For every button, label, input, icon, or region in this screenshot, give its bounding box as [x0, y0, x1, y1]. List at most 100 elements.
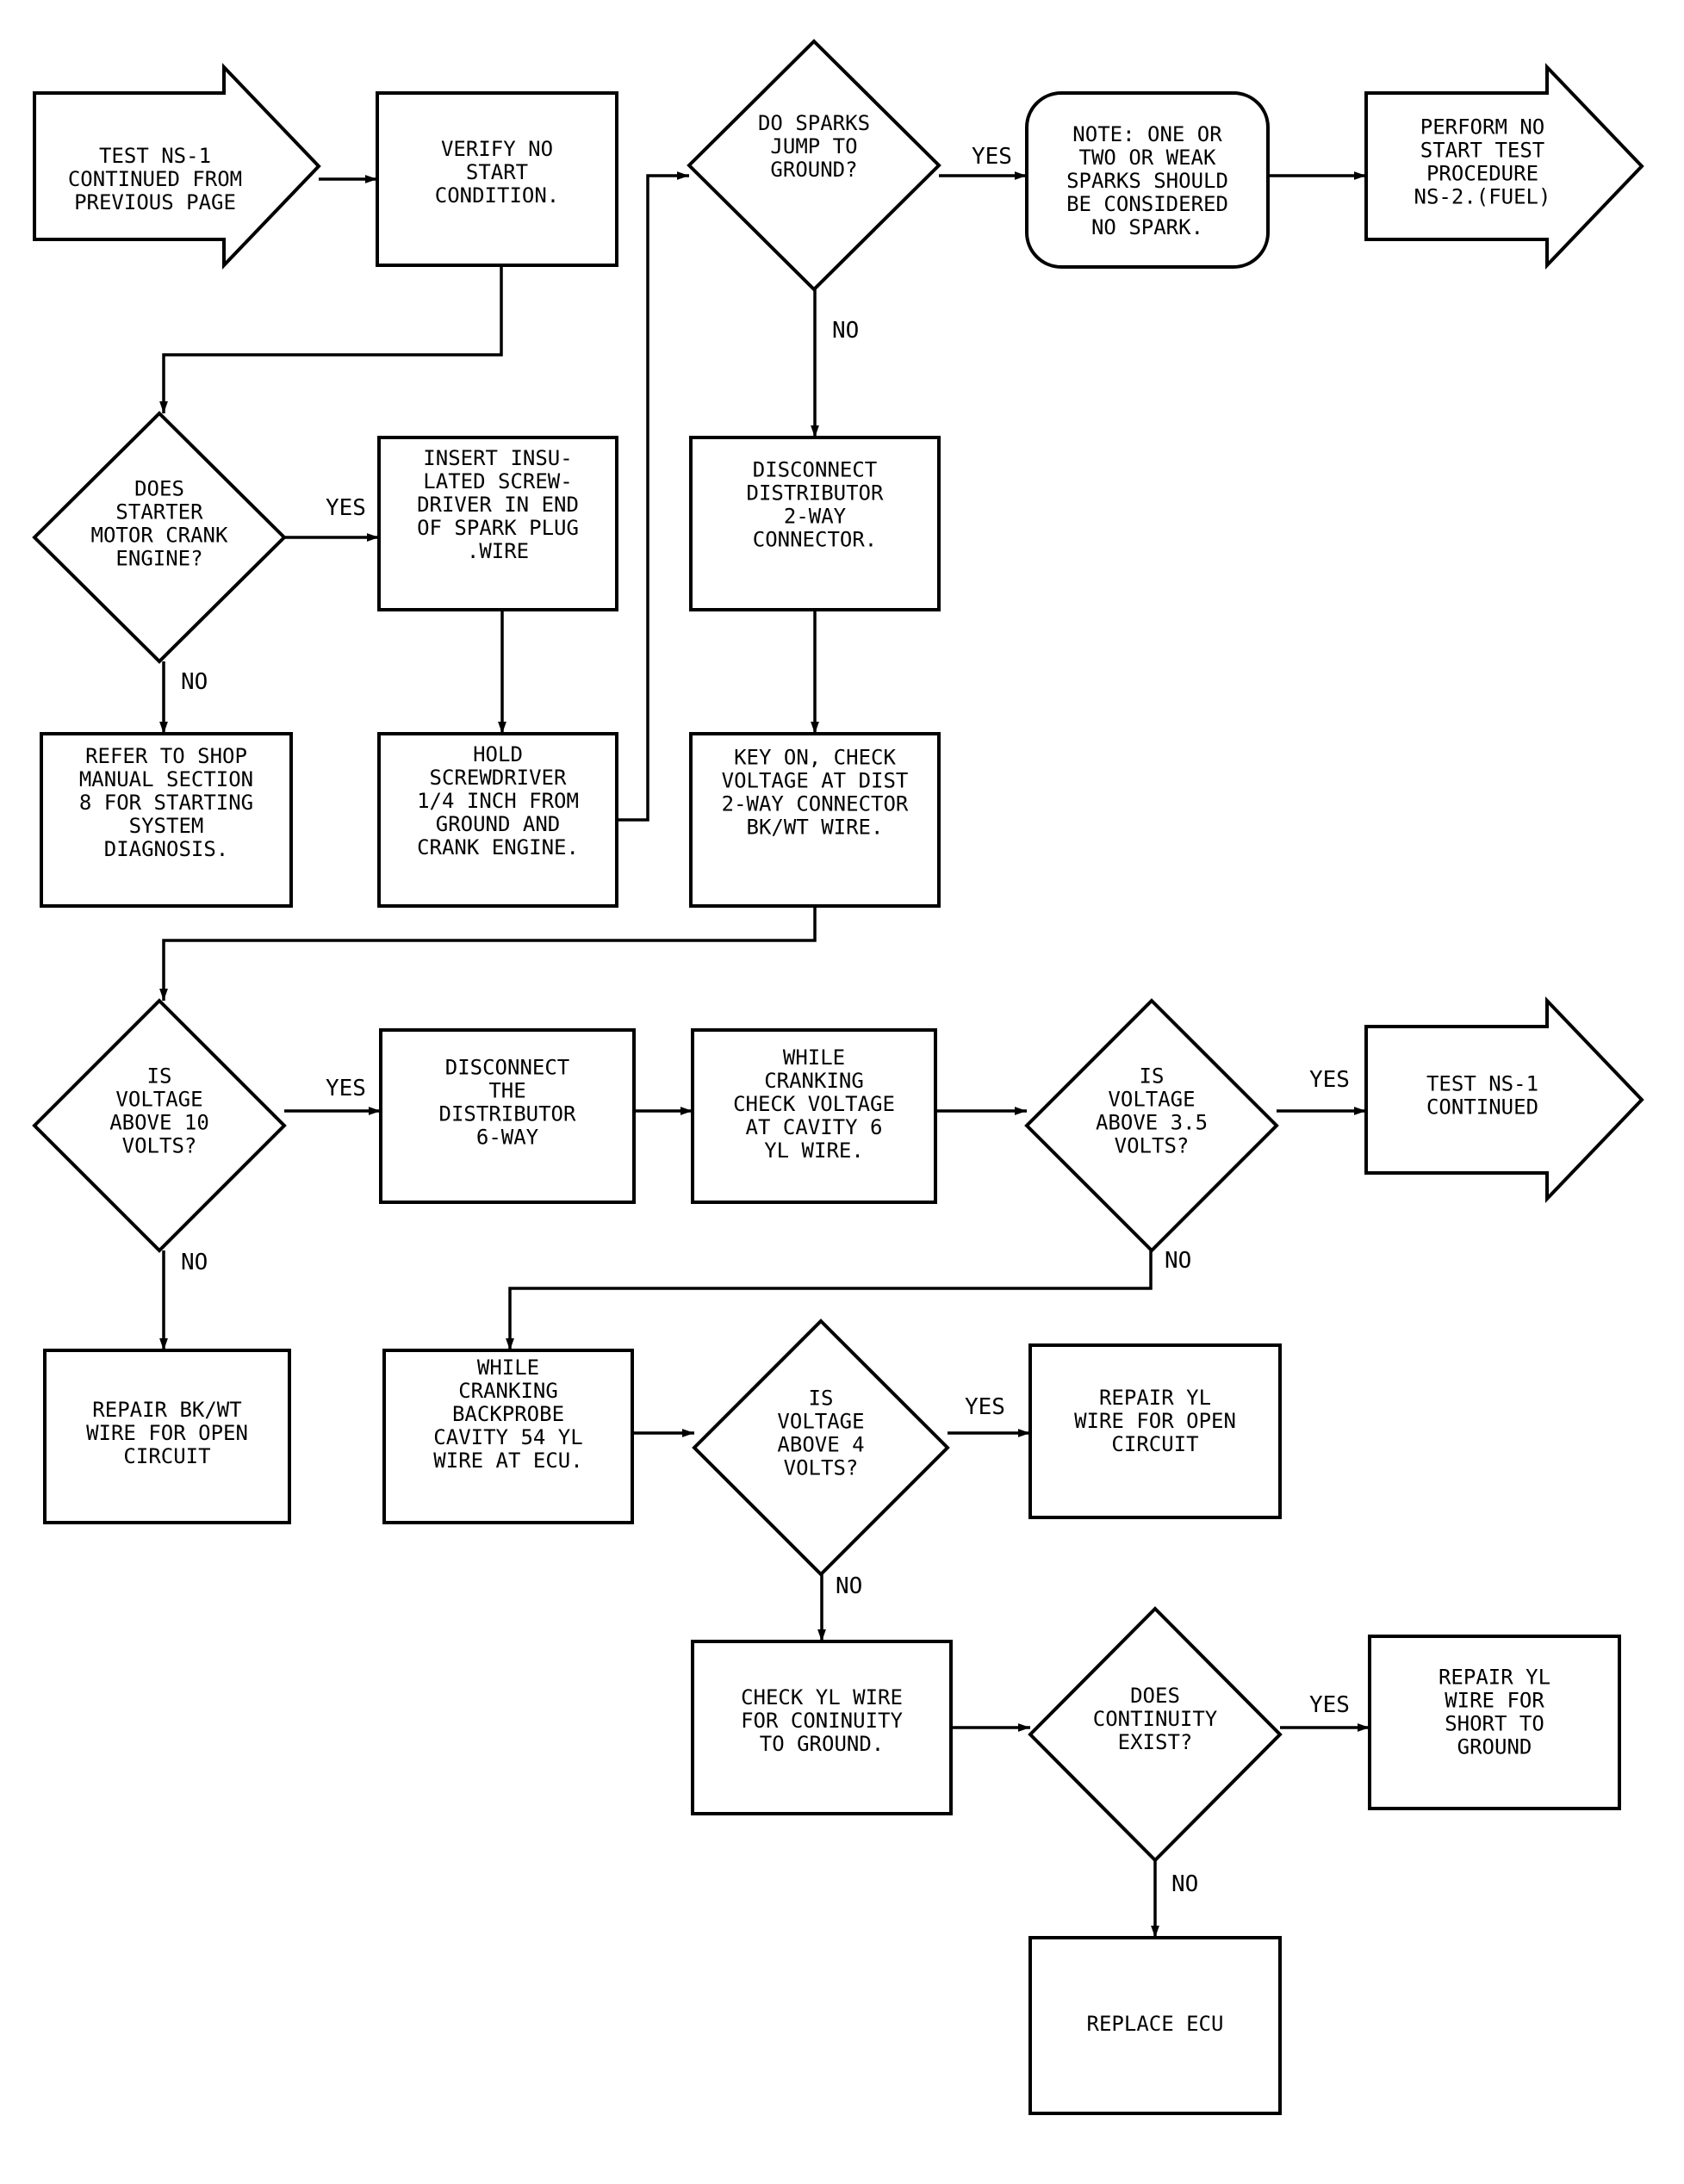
flow-node-label-line: WIRE AT ECU. — [433, 1449, 582, 1473]
flow-node-label-line: BK/WT WIRE. — [747, 816, 884, 840]
flow-node-label-line: ENGINE? — [115, 547, 202, 571]
flow-node-label-line: 6-WAY — [476, 1126, 539, 1150]
connector-label: NO — [836, 1573, 862, 1599]
flow-node-label-line: DISTRIBUTOR — [439, 1102, 576, 1126]
flow-node-shape — [1028, 1606, 1283, 1863]
flow-node-shape — [1024, 998, 1279, 1253]
flow-node-label-line: CONNECTOR. — [753, 528, 878, 552]
flow-node-shape — [1028, 1343, 1282, 1519]
flow-node-label-line: WIRE FOR — [1445, 1689, 1544, 1713]
flow-node-label-line: VOLTAGE AT DIST — [722, 769, 909, 793]
flow-node-label-line: BACKPROBE — [452, 1402, 564, 1426]
flow-node-label-line: VOLTAGE — [777, 1410, 864, 1434]
flow-node-label-line: HOLD — [473, 742, 523, 766]
flow-node-shape — [376, 91, 618, 267]
connector-label: NO — [1171, 1871, 1198, 1897]
flow-node-shape — [1368, 1635, 1621, 1810]
flow-node-label-line: REPAIR YL — [1099, 1386, 1211, 1410]
flow-node-label-line: VOLTS? — [784, 1456, 859, 1480]
flow-node-label-line: START — [466, 160, 528, 184]
flow-node-label-line: ABOVE 3.5 — [1096, 1111, 1208, 1135]
flow-node-label-line: VOLTAGE — [115, 1088, 202, 1112]
flow-node-label-line: DIAGNOSIS. — [104, 837, 229, 861]
flow-node-label-line: DISCONNECT — [753, 458, 878, 482]
flow-node-label-line: PERFORM NO — [1420, 115, 1545, 140]
flow-node-label-line: CONDITION. — [435, 183, 560, 208]
flow-node-label-line: IS — [1140, 1064, 1165, 1089]
flow-node-shape — [1025, 91, 1270, 269]
flow-node-label-line: VOLTS? — [122, 1134, 197, 1158]
flow-node-shape — [689, 436, 941, 611]
flow-node-label-line: .WIRE — [467, 539, 529, 563]
flow-node-label-line: SCREWDRIVER — [430, 766, 567, 790]
flow-node-label-line: CONTINUED — [1426, 1095, 1538, 1120]
flow-connector — [159, 265, 503, 413]
flow-node-label-line: CRANKING — [458, 1379, 558, 1403]
flow-node-label-line: SPARKS SHOULD — [1066, 169, 1228, 193]
flow-node-label-line: WHILE — [477, 1356, 539, 1380]
flow-node-label-line: PREVIOUS PAGE — [74, 190, 236, 214]
flow-node-shape — [379, 1028, 636, 1204]
connector-label: YES — [1309, 1692, 1350, 1718]
flow-node-shape — [32, 998, 287, 1253]
flow-node-shape — [377, 436, 618, 611]
flow-node-label-line: GROUND AND — [436, 812, 561, 836]
flow-node-shape — [687, 39, 941, 292]
flow-node-label-line: MOTOR CRANK — [91, 524, 228, 548]
connector-label: YES — [326, 495, 366, 521]
flow-node-shape — [1028, 1936, 1282, 2115]
flow-node-label-line: 1/4 INCH FROM — [417, 789, 579, 813]
flow-node-label-line: WIRE FOR OPEN — [1074, 1409, 1236, 1433]
flow-node-label-line: VOLTAGE — [1108, 1088, 1195, 1112]
flow-node-label-line: NO SPARK. — [1091, 215, 1203, 239]
flow-node-label-line: CRANKING — [764, 1069, 864, 1093]
flow-node-label-line: GROUND — [1457, 1735, 1532, 1759]
flow-node-label-line: AT CAVITY 6 — [746, 1115, 883, 1139]
flow-node-label-line: IS — [147, 1064, 172, 1089]
flow-node-label-line: CAVITY 54 YL — [433, 1425, 582, 1449]
flow-node-label-line: DRIVER IN END — [417, 493, 579, 517]
flow-node-label-line: WIRE FOR OPEN — [86, 1421, 248, 1445]
flow-node-label-line: DOES — [134, 477, 184, 501]
flow-node-label-line: GROUND? — [770, 158, 857, 182]
flow-node-label-line: FOR CONINUITY — [741, 1709, 903, 1733]
connector-label: YES — [965, 1394, 1005, 1420]
flow-node-label-line: DOES — [1130, 1684, 1180, 1708]
flow-node-label-line: CIRCUIT — [1111, 1432, 1198, 1456]
flow-connector — [506, 1250, 1153, 1350]
flow-node-shape — [40, 732, 293, 908]
flow-node-label-line: MANUAL SECTION — [79, 767, 253, 791]
flow-node-label-line: ABOVE 4 — [777, 1433, 864, 1457]
flow-node-shape — [377, 732, 618, 908]
flow-node-label-line: TEST NS-1 — [99, 144, 211, 168]
connector-label: NO — [1165, 1248, 1191, 1274]
flow-node-label-line: LATED SCREW- — [423, 469, 572, 493]
flow-node-label-line: REPAIR BK/WT — [92, 1398, 241, 1422]
flow-node-shape — [33, 63, 321, 270]
flow-node-label-line: DISCONNECT — [445, 1056, 570, 1080]
flow-node-shape — [1364, 996, 1644, 1203]
flow-node-label-line: VOLTS? — [1115, 1134, 1190, 1158]
flow-node-label-line: KEY ON, CHECK — [734, 746, 896, 770]
flow-node-label-line: STARTER — [115, 500, 203, 524]
flow-node-label-line: OF SPARK PLUG — [417, 516, 579, 540]
flow-node-label-line: CRANK ENGINE. — [417, 835, 579, 859]
flow-node-shape — [43, 1349, 291, 1524]
connector-label: NO — [832, 318, 859, 344]
flow-node-label-line: IS — [809, 1387, 834, 1411]
